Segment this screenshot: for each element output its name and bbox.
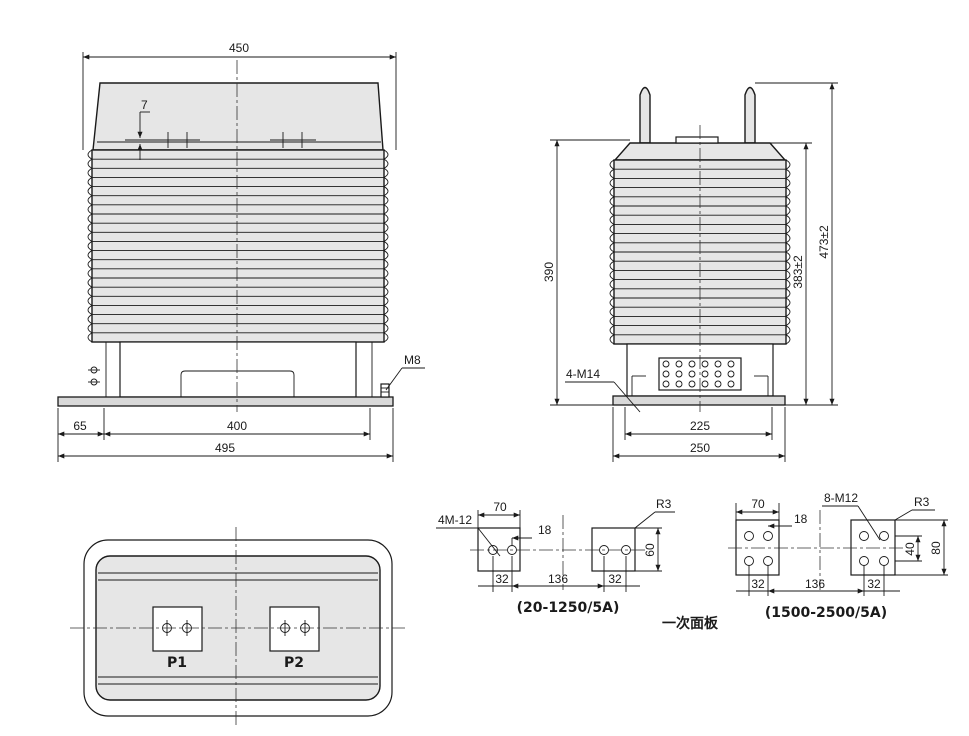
front-bolt-label: M8 [404,353,421,367]
panel-a-plate-left [477,527,521,572]
front-dim-495: 495 [215,441,235,455]
top-terminal-p1-label: P1 [167,655,187,671]
side-dim-390: 390 [542,262,556,282]
panel-b-detail: 70 18 8-M12 R3 40 80 32 136 32 (1500-250… [728,491,948,621]
panel-title: 一次面板 [662,615,719,632]
side-bolt-label: 4-M14 [566,367,600,381]
side-base-plate [612,395,786,406]
side-post-right [744,86,756,144]
panel-a-dim-18: 18 [538,523,552,537]
front-base-plate [57,396,394,407]
panel-b-holes [744,531,889,566]
front-lower-body [119,341,357,398]
front-cap-terminals [155,132,316,148]
side-dim-250: 250 [690,441,710,455]
front-dim-450: 450 [229,41,249,55]
panel-a-hole-label: 4M-12 [438,513,472,527]
side-view: 390 383±2 473±2 4-M14 225 250 [542,82,838,462]
front-dim-7: 7 [141,98,148,112]
panel-b-pitch-right: 32 [867,577,881,591]
front-dim-65: 65 [73,419,87,433]
top-terminal-p2-label: P2 [284,655,304,671]
panel-a-radius-label: R3 [656,497,672,511]
panel-a-caption: (20-1250/5A) [517,600,620,616]
panel-a-spacing: 136 [548,572,568,586]
panel-a-detail: 70 4M-12 18 R3 60 32 136 32 (20-1250/5A) [436,497,675,616]
side-dim-225: 225 [690,419,710,433]
panel-a-pitch-left: 32 [495,572,509,586]
panel-b-dim-40: 40 [903,542,917,556]
side-dim-473: 473±2 [817,225,831,259]
panel-b-pitch-left: 32 [751,577,765,591]
panel-b-plate-left [735,519,780,576]
side-post-left [639,86,651,144]
top-view: P1 P2 [70,527,405,725]
panel-b-caption: (1500-2500/5A) [765,605,887,621]
side-dim-383: 383±2 [791,255,805,289]
front-dim-400: 400 [227,419,247,433]
front-ground-bolt [380,383,390,398]
top-terminal-plate-p1 [152,606,203,652]
front-view: 450 7 65 400 495 M8 [57,41,425,462]
panel-a-pitch-right: 32 [608,572,622,586]
front-sheds [87,149,389,343]
panel-b-plate-right [850,519,896,576]
panel-b-radius-label: R3 [914,495,930,509]
panel-b-dim-80: 80 [929,541,943,555]
panel-a-dim-70: 70 [493,500,507,514]
panel-b-dim-70: 70 [751,497,765,511]
top-terminal-plate-p2 [269,606,320,652]
panel-a-plate-right [591,527,636,572]
panel-b-hole-label: 8-M12 [824,491,858,505]
panel-b-spacing: 136 [805,577,825,591]
panel-a-dim-60: 60 [643,543,657,557]
front-secondary-terminals [88,366,100,386]
front-shed-stack [91,149,385,343]
panel-b-dim-18: 18 [794,512,808,526]
